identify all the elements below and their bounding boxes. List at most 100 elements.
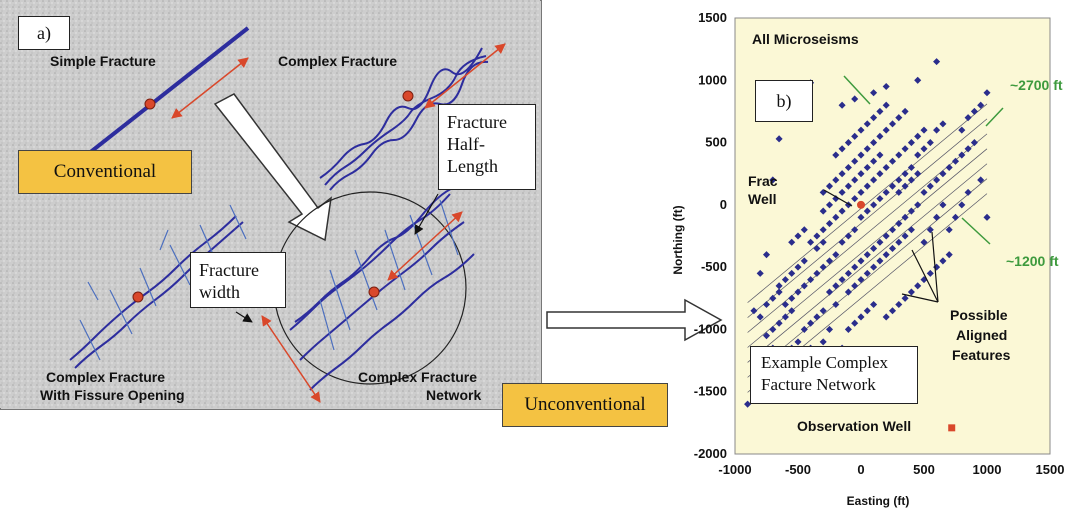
microseism-point (863, 182, 871, 190)
frac-well-line1: Frac (748, 173, 778, 189)
x-tick-label: 1500 (1036, 462, 1065, 477)
microseism-point (958, 151, 966, 159)
panel-a-label: a) (18, 16, 70, 50)
microseism-point (832, 213, 840, 221)
simple-fracture-caption: Simple Fracture (50, 53, 156, 69)
microseism-point (819, 207, 827, 215)
microseism-point (832, 282, 840, 290)
fissure-caption-line1: Complex Fracture (46, 369, 166, 385)
microseism-point (882, 232, 890, 240)
width-pointer-arrow (235, 311, 253, 323)
possible-line3: Features (952, 347, 1011, 363)
example-network-box: Example Complex Facture Network (750, 346, 918, 404)
microseism-point (851, 226, 859, 234)
microseism-point (882, 188, 890, 196)
microseism-point (800, 325, 808, 333)
microseism-point (794, 263, 802, 271)
microseism-point (895, 300, 903, 309)
microseism-point (832, 176, 840, 184)
microseism-point (914, 201, 922, 209)
microseism-point (983, 213, 991, 221)
microseism-point (895, 176, 903, 184)
y-tick-label: -1500 (694, 384, 727, 399)
simple-fracture-length-arrow (171, 57, 249, 119)
y-tick-label: -2000 (694, 446, 727, 461)
microseism-point (863, 207, 871, 215)
microseism-point (863, 251, 871, 259)
microseism-point (945, 226, 953, 234)
microseism-point (832, 300, 840, 309)
frac-well-line2: Well (748, 191, 777, 207)
microseism-point (920, 238, 928, 246)
microseism-point (819, 226, 827, 234)
microseism-point (788, 294, 796, 302)
microseism-point (888, 244, 897, 252)
microseism-point (800, 282, 808, 290)
fissure-caption-line2: With Fissure Opening (40, 387, 185, 403)
microseism-point (769, 325, 777, 333)
microseism-point (863, 163, 871, 172)
microseism-point (895, 220, 903, 228)
possible-line1: Possible (950, 307, 1008, 323)
complex-fracture-length-arrow (424, 43, 506, 109)
transition-arrow-icon (213, 93, 333, 242)
x-tick-label: -1000 (718, 462, 751, 477)
microseism-point (983, 89, 991, 97)
conventional-label: Conventional (18, 150, 192, 194)
all-microseisms-annotation: All Microseisms (752, 31, 859, 47)
microseism-point (863, 269, 871, 277)
aligned-feature-line (747, 103, 988, 303)
network-caption-line1: Complex Fracture (358, 369, 478, 385)
microseism-point (819, 338, 827, 346)
microseism-point (857, 170, 865, 178)
microseism-point (825, 201, 834, 209)
microseism-point (762, 251, 771, 259)
microseism-point (914, 170, 922, 178)
observation-well-annotation: Observation Well (797, 418, 911, 434)
microseism-point (794, 232, 802, 240)
microseism-point (762, 300, 771, 309)
x-tick-label: 1000 (973, 462, 1002, 477)
y-axis-title: Northing (ft) (671, 205, 685, 274)
microseism-point (756, 313, 764, 321)
microseism-point (857, 126, 865, 134)
network-half-length-arrow (387, 211, 463, 281)
y-tick-label: 1500 (698, 10, 727, 25)
microseism-point (888, 182, 897, 190)
microseism-point (857, 213, 865, 221)
dist-1200-annotation: ~1200 ft (1006, 253, 1059, 269)
y-tick-label: -500 (701, 259, 727, 274)
simple-fracture-well-point (144, 98, 156, 110)
microseism-point (788, 238, 796, 246)
dist-2700-annotation: ~2700 ft (1010, 77, 1063, 93)
microseism-point (794, 338, 802, 346)
microseism-point (819, 307, 827, 315)
microseism-point (926, 182, 934, 190)
microseism-point (762, 332, 771, 340)
microseism-point (851, 319, 859, 327)
y-tick-label: 500 (705, 135, 727, 150)
microseism-point (756, 269, 764, 277)
microseism-point (851, 282, 859, 290)
microseism-point (769, 294, 777, 302)
fracture-diagram-canvas (0, 0, 540, 408)
y-tick-label: -1000 (694, 321, 727, 336)
microseism-point (851, 263, 859, 271)
microseism-point (895, 188, 903, 196)
microseism-point (832, 251, 840, 259)
complex-fracture-caption: Complex Fracture (278, 53, 398, 69)
x-tick-label: 0 (857, 462, 864, 477)
microseism-point (863, 145, 871, 153)
half-length-pointer-arrow-2 (414, 193, 439, 235)
width-label: Fracture width (190, 252, 286, 308)
network-caption-line2: Network (426, 387, 482, 403)
microseism-point (977, 176, 985, 184)
green-arrow-right (985, 107, 1004, 127)
microseism-point (888, 226, 897, 234)
microseism-point (951, 213, 960, 221)
microseism-point (914, 132, 922, 140)
microseism-point (914, 151, 922, 159)
aligned-feature-line (747, 148, 988, 348)
